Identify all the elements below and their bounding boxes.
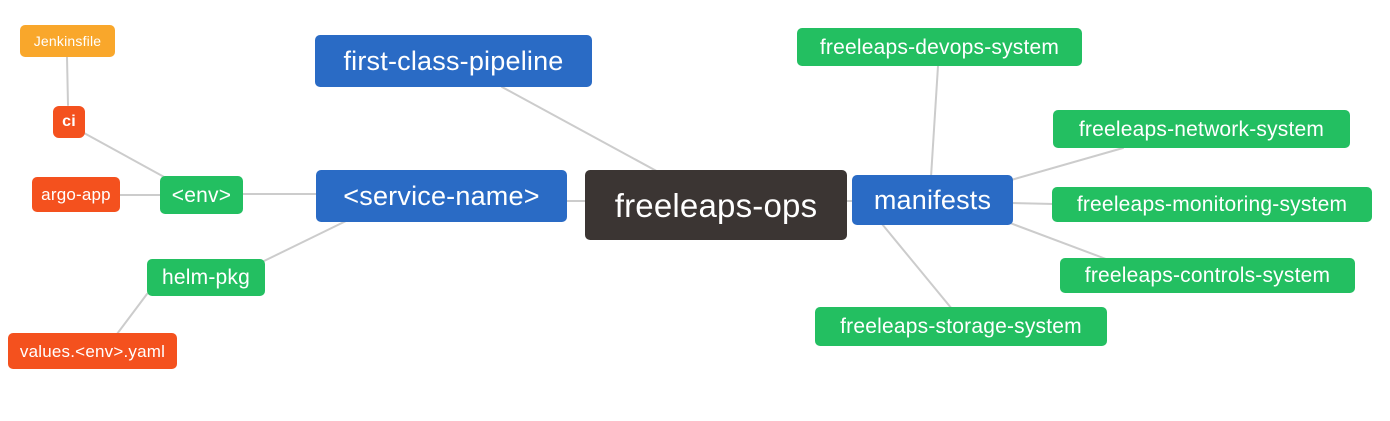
node-freeleaps-controls-system[interactable]: freeleaps-controls-system: [1060, 258, 1355, 293]
edge-manifests-controls-system: [1009, 222, 1107, 260]
node-helm-pkg[interactable]: helm-pkg: [147, 259, 265, 296]
edge-first-class-pipeline-ops: [501, 86, 663, 175]
node-jenkinsfile[interactable]: Jenkinsfile: [20, 25, 115, 57]
node-freeleaps-devops-system[interactable]: freeleaps-devops-system: [797, 28, 1082, 66]
node-freeleaps-ops[interactable]: freeleaps-ops: [585, 170, 847, 240]
node-values-env-yaml[interactable]: values.<env>.yaml: [8, 333, 177, 369]
edge-manifests-devops-system: [930, 65, 939, 178]
node-service-name[interactable]: <service-name>: [316, 170, 567, 222]
node-argo-app[interactable]: argo-app: [32, 177, 120, 212]
node-manifests[interactable]: manifests: [852, 175, 1013, 225]
edge-manifests-network-system: [1010, 147, 1124, 181]
edge-manifests-storage-system: [881, 223, 953, 310]
node-freeleaps-storage-system[interactable]: freeleaps-storage-system: [815, 307, 1107, 346]
node-first-class-pipeline[interactable]: first-class-pipeline: [315, 35, 592, 87]
node-freeleaps-monitoring-system[interactable]: freeleaps-monitoring-system: [1052, 187, 1372, 222]
edge-jenkinsfile-ci: [66, 56, 69, 106]
node-ci[interactable]: ci: [53, 106, 85, 138]
edge-helm-pkg-service-name: [263, 220, 347, 262]
edge-ci-env: [83, 132, 167, 179]
edge-values-helm-pkg: [116, 293, 148, 335]
node-freeleaps-network-system[interactable]: freeleaps-network-system: [1053, 110, 1350, 148]
edge-manifests-monitoring-system: [1010, 202, 1055, 205]
node-env[interactable]: <env>: [160, 176, 243, 214]
